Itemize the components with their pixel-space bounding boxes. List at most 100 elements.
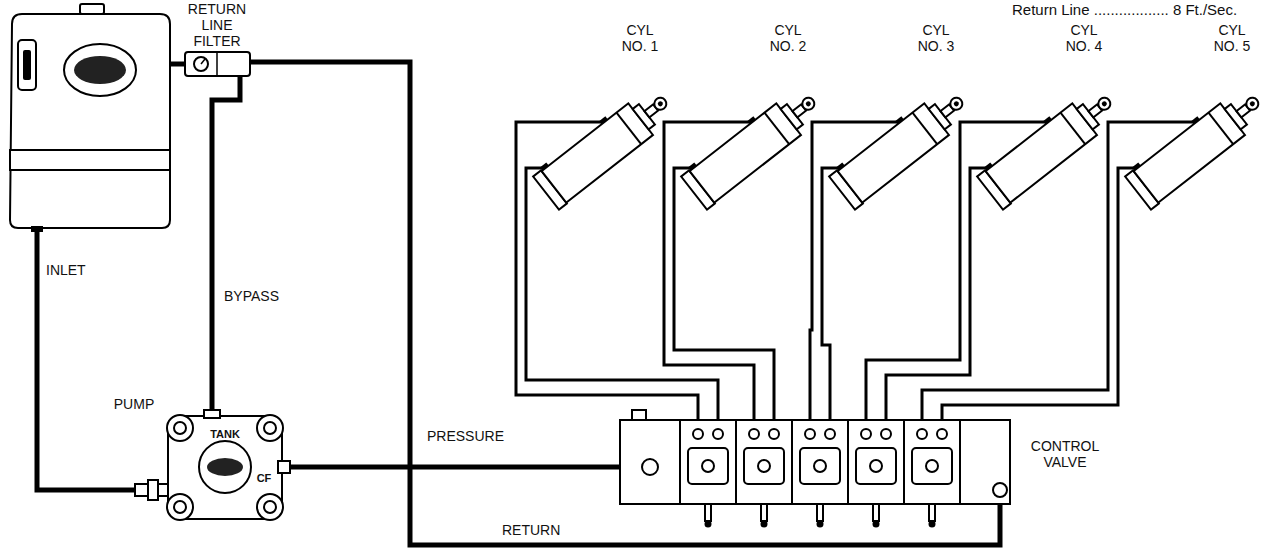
handle-knob	[817, 521, 824, 528]
section-divider	[847, 420, 849, 504]
spool-cap	[758, 460, 770, 472]
pump-bolt-boss	[167, 494, 193, 520]
hydraulic-hose	[886, 168, 990, 420]
work-port	[917, 429, 927, 439]
spool-detail	[856, 448, 896, 484]
work-port	[825, 429, 835, 439]
tank-logo-mark	[74, 56, 126, 84]
filter-tank-pipe	[170, 62, 185, 67]
valve-label: CONTROL VALVE	[1025, 438, 1105, 470]
hydraulic-cylinder: CYL NO. 4	[974, 12, 1110, 212]
section-divider	[959, 420, 961, 504]
control-valve: CONTROL VALVE	[620, 420, 1010, 504]
cylinder-barrel	[986, 103, 1097, 202]
filter-gauge	[194, 57, 208, 71]
spool-cap	[702, 460, 714, 472]
hydraulic-cylinder: CYL NO. 5	[1122, 12, 1258, 212]
tank-strap	[10, 150, 170, 170]
cylinder-barrel	[838, 103, 949, 202]
relief-knob	[632, 410, 646, 420]
spool-cap	[814, 460, 826, 472]
spool-detail	[744, 448, 784, 484]
section-divider	[735, 420, 737, 504]
cylinder-symbol	[679, 81, 826, 209]
return-line-filter: RETURN LINE FILTER	[185, 52, 250, 76]
cylinder-symbol	[827, 81, 974, 209]
handle-knob	[761, 521, 768, 528]
work-port	[937, 429, 947, 439]
section-divider	[791, 420, 793, 504]
filter-seam	[216, 52, 218, 76]
rod-eye-hole	[805, 100, 812, 107]
node-outline	[185, 52, 250, 76]
cylinder-symbol	[1123, 81, 1270, 209]
work-port	[861, 429, 871, 439]
pump-logo	[207, 458, 243, 476]
pump-bolt-boss	[167, 415, 193, 441]
cylinder-gland-line	[912, 113, 937, 145]
pump-bolt-boss	[257, 415, 283, 441]
line-label: BYPASS	[222, 288, 281, 304]
rod-eye	[1096, 95, 1113, 112]
pump-bolt	[264, 501, 276, 513]
cylinder-label: CYL NO. 4	[1061, 22, 1107, 54]
rod-eye	[1244, 95, 1261, 112]
cylinder-barrel	[1134, 103, 1245, 202]
port-marking: CF	[254, 472, 274, 485]
spool-handle	[705, 504, 711, 521]
handle-knob	[929, 521, 936, 528]
cylinder-barrel	[542, 103, 653, 202]
pump-bolt	[174, 501, 186, 513]
handle-knob	[873, 521, 880, 528]
bypass-line	[212, 76, 240, 410]
valve-body	[620, 420, 1010, 504]
return-port	[993, 483, 1007, 497]
sight-gauge-window	[23, 50, 31, 80]
cylinder-gland-line	[1060, 113, 1085, 145]
hydraulic-hose	[822, 168, 842, 420]
hydraulic-cylinder: CYL NO. 3	[826, 12, 962, 212]
work-port	[805, 429, 815, 439]
cylinder-symbol	[975, 81, 1122, 209]
inlet-nut	[148, 480, 158, 500]
hose-port	[1043, 116, 1052, 124]
pump-housing	[199, 441, 251, 493]
flow-rate-note: Return Line .................. 8 Ft./Sec…	[1010, 2, 1239, 18]
filter-label: RETURN LINE FILTER	[177, 1, 257, 49]
pump-bolt	[264, 422, 276, 434]
filler-cap	[80, 4, 104, 14]
line-label: PRESSURE	[425, 428, 506, 444]
bypass-port	[204, 410, 220, 418]
rod-eye-hole	[657, 100, 664, 107]
cylinder-gland-line	[764, 113, 789, 145]
tank-logo	[64, 44, 136, 96]
handle-knob	[705, 521, 712, 528]
hydraulic-hose	[526, 168, 718, 420]
line-label: INLET	[44, 262, 88, 278]
inlet-line	[37, 230, 135, 490]
gauge-needle	[201, 59, 205, 64]
pump-plate	[168, 416, 282, 519]
rod-eye-hole	[953, 100, 960, 107]
port-marking: TANK	[200, 428, 250, 441]
hose-port	[688, 162, 697, 170]
rod-eye	[800, 95, 817, 112]
node-outline	[620, 420, 1010, 504]
work-port	[881, 429, 891, 439]
work-port	[769, 429, 779, 439]
line-label: RETURN	[500, 522, 562, 538]
section-divider	[903, 420, 905, 504]
sight-gauge	[18, 40, 36, 90]
cylinder-label: CYL NO. 1	[617, 22, 663, 54]
hose-port	[540, 162, 549, 170]
cylinder-barrel	[690, 103, 801, 202]
spool-detail	[688, 448, 728, 484]
cylinder-label: CYL NO. 3	[913, 22, 959, 54]
cylinder-label: CYL NO. 5	[1209, 22, 1255, 54]
filter-body	[185, 52, 250, 76]
reservoir-tank	[10, 14, 170, 228]
hydraulic-pump: PUMPTANKCF	[160, 410, 290, 525]
hose-port	[895, 116, 904, 124]
